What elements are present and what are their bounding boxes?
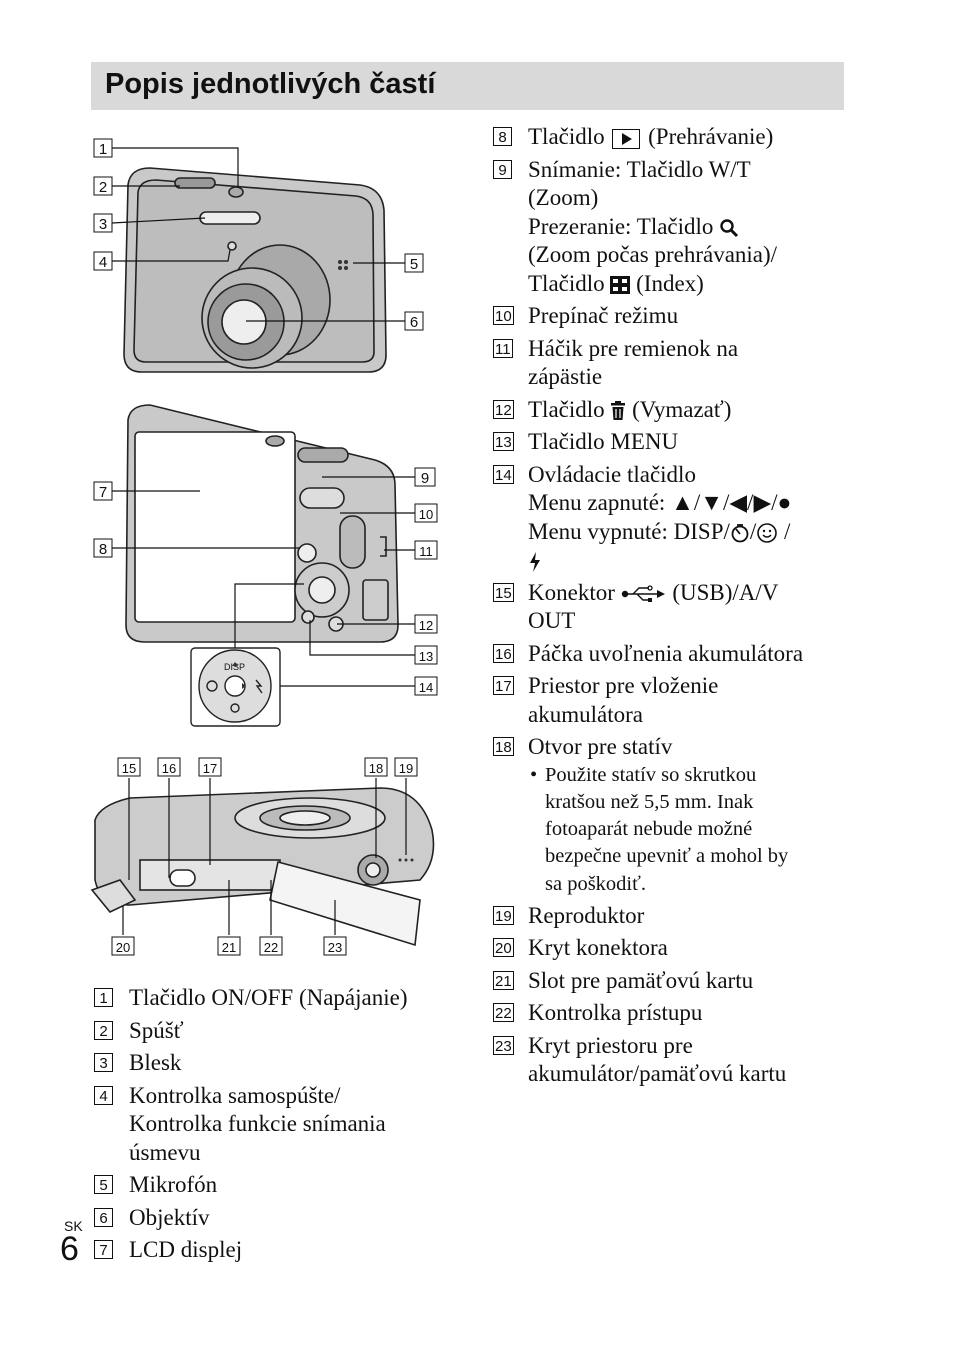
svg-text:15: 15 (122, 761, 136, 776)
callout-8: 8 (93, 538, 113, 558)
play-icon (612, 128, 641, 149)
self-timer-icon (731, 524, 749, 543)
figure-callouts: 1 2 3 4 5 6 7 8 9 10 11 12 13 14 15 16 1… (93, 138, 438, 956)
camera-bottom-view (90, 787, 435, 947)
list-item: 14 Ovládacie tlačidlo Menu zapnuté: ▲/▼/… (493, 461, 853, 575)
svg-text:10: 10 (419, 507, 433, 522)
svg-text:18: 18 (369, 761, 383, 776)
svg-text:1: 1 (99, 141, 107, 158)
svg-text:12: 12 (419, 618, 433, 633)
callout-7: 7 (93, 481, 113, 501)
callout-20: 20 (111, 936, 135, 956)
svg-text:8: 8 (99, 541, 107, 558)
callout-16: 16 (157, 757, 181, 777)
callout-21: 21 (217, 936, 241, 956)
svg-text:13: 13 (419, 649, 433, 664)
svg-text:22: 22 (264, 940, 278, 955)
svg-text:7: 7 (99, 484, 107, 501)
svg-text:9: 9 (421, 470, 429, 487)
svg-text:6: 6 (410, 314, 418, 331)
callout-17: 17 (198, 757, 222, 777)
callout-13: 13 (414, 645, 438, 665)
index-grid-icon (610, 276, 631, 295)
trash-icon (611, 401, 626, 421)
svg-text:11: 11 (419, 544, 433, 559)
svg-text:3: 3 (99, 216, 107, 233)
smile-icon (757, 523, 778, 544)
title-bar: Popis jednotlivých častí (91, 62, 844, 110)
svg-text:2: 2 (99, 179, 107, 196)
svg-text:23: 23 (328, 940, 342, 955)
page-number: 6 (60, 1230, 79, 1268)
list-item: 15 Konektor (USB)/A/V OUT (493, 579, 779, 633)
svg-text:14: 14 (419, 680, 433, 695)
dial-label-disp: DISP (224, 662, 245, 672)
svg-text:17: 17 (203, 761, 217, 776)
tripod-note: Použite statív so skrutkou kratšou než 5… (528, 762, 853, 898)
callout-4: 4 (93, 251, 113, 271)
callout-1: 1 (93, 138, 113, 158)
page-title: Popis jednotlivých častí (105, 68, 436, 100)
flash-icon (530, 551, 540, 572)
callout-2: 2 (93, 176, 113, 196)
svg-text:19: 19 (399, 761, 413, 776)
callout-3: 3 (93, 213, 113, 233)
svg-text:5: 5 (410, 256, 418, 273)
camera-back-view (125, 404, 399, 643)
callout-12: 12 (414, 614, 438, 634)
callout-22: 22 (259, 936, 283, 956)
callout-lines (111, 147, 415, 935)
magnifier-icon (720, 219, 739, 238)
callout-19: 19 (394, 757, 418, 777)
callout-9: 9 (414, 467, 436, 487)
control-dial-inset: DISP (190, 647, 281, 727)
svg-text:20: 20 (116, 940, 130, 955)
language-code: SK (64, 1218, 83, 1234)
list-item: 9 Snímanie: Tlačidlo W/T (Zoom) Prezeran… (493, 156, 853, 299)
svg-text:21: 21 (222, 940, 236, 955)
camera-front-view (123, 167, 387, 373)
callout-14: 14 (414, 676, 438, 696)
callout-6: 6 (404, 311, 424, 331)
svg-text:16: 16 (162, 761, 176, 776)
callout-11: 11 (414, 540, 438, 560)
callout-23: 23 (323, 936, 347, 956)
usb-icon (621, 585, 665, 603)
callout-10: 10 (414, 503, 438, 523)
callout-18: 18 (364, 757, 388, 777)
callout-5: 5 (404, 253, 424, 273)
callout-15: 15 (117, 757, 141, 777)
svg-text:4: 4 (99, 254, 107, 271)
